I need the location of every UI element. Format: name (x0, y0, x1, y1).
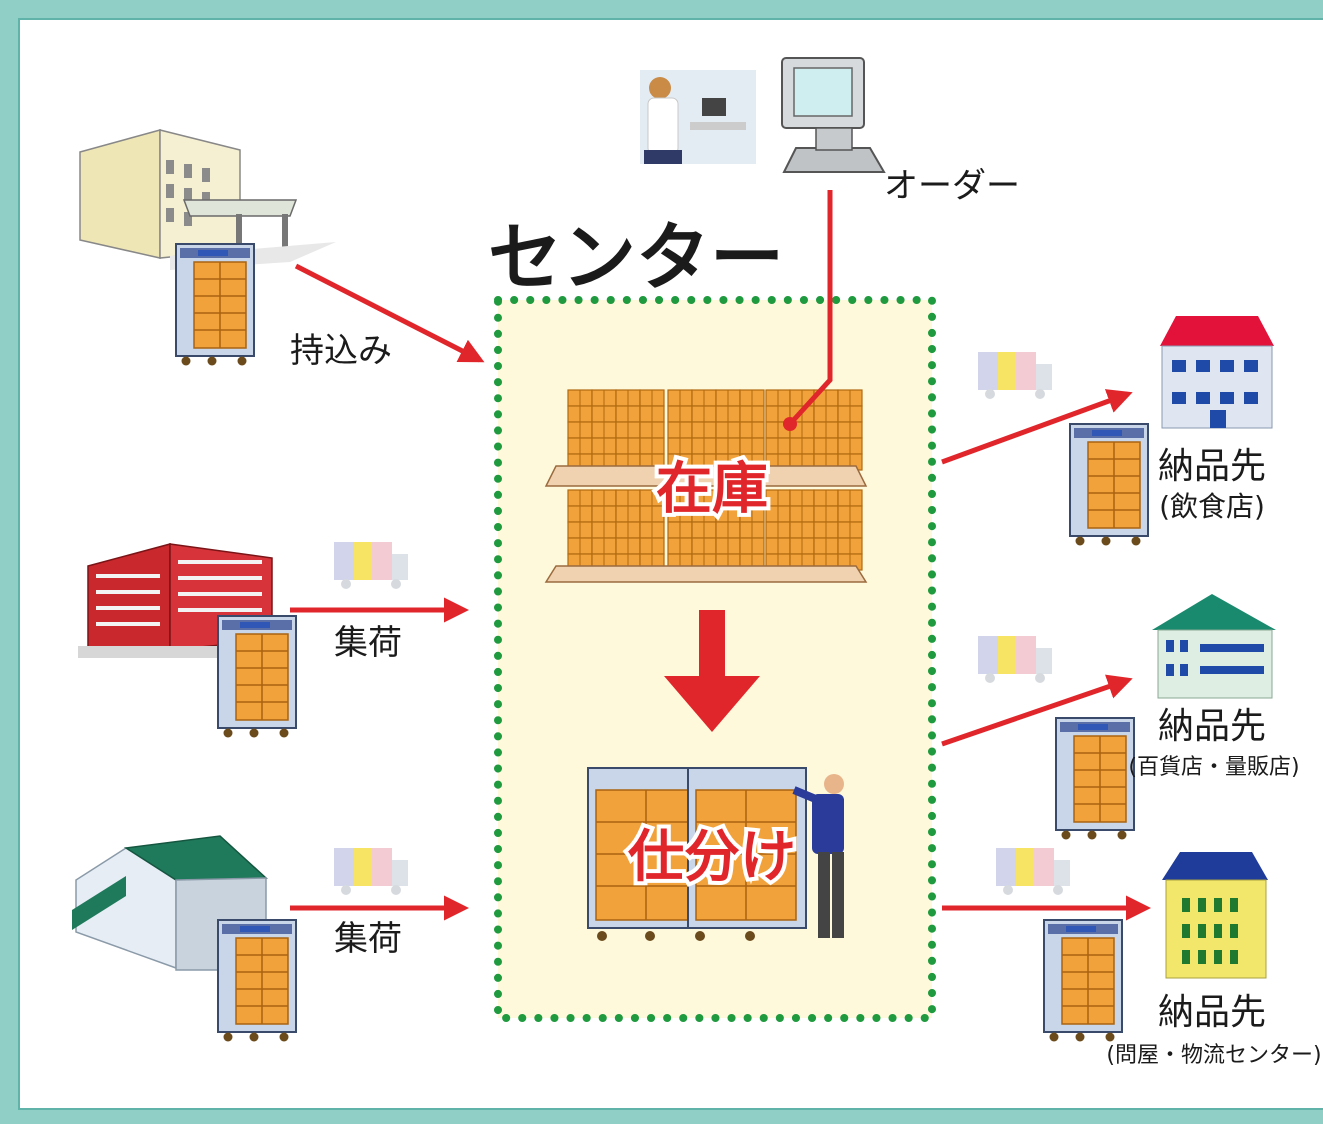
destination-sub-2: (百貨店・量販店) (1128, 755, 1299, 780)
inflow-label-3: 集荷 (334, 919, 402, 959)
center-title: センター (488, 215, 784, 301)
destination-label-1: 納品先 (1158, 446, 1266, 487)
source-cage-3 (217, 919, 297, 1043)
destination-building-2 (1152, 594, 1276, 699)
sorting-cages (587, 767, 807, 941)
outflow-arrow-1 (941, 389, 1133, 465)
center-dotted-border (494, 296, 936, 1022)
source-truck-3 (334, 848, 408, 895)
outflow-arrow-2 (941, 674, 1133, 747)
destination-truck-1 (978, 352, 1052, 399)
destination-sub-1: (飲食店) (1159, 490, 1265, 523)
order-line (788, 190, 833, 426)
stock-label: 在庫 (656, 457, 768, 522)
source-cage-1 (175, 243, 255, 367)
order-office-illustration (640, 70, 756, 164)
inflow-label-1: 持込み (290, 331, 392, 371)
worker-figure (792, 774, 844, 938)
destination-building-1 (1160, 316, 1274, 429)
source-truck-2 (334, 542, 408, 589)
inventory-pallets (544, 390, 868, 583)
order-label: オーダー (884, 166, 1020, 206)
sorting-label: 仕分け (628, 825, 796, 890)
inflow-arrow-1 (294, 263, 485, 363)
destination-cage-1 (1069, 423, 1149, 547)
computer-terminal-icon (781, 57, 886, 173)
flow-down-arrow (664, 610, 760, 732)
destination-cage-2 (1055, 717, 1135, 841)
destination-label-2: 納品先 (1158, 706, 1266, 747)
destination-truck-2 (978, 636, 1052, 683)
inflow-label-2: 集荷 (334, 623, 402, 663)
order-point (783, 417, 797, 431)
destination-building-3 (1162, 852, 1268, 979)
destination-label-3: 納品先 (1158, 992, 1266, 1033)
destination-truck-3 (996, 848, 1070, 895)
destination-sub-3: (問屋・物流センター) (1106, 1043, 1321, 1068)
destination-cage-3 (1043, 919, 1123, 1043)
source-cage-2 (217, 615, 297, 739)
